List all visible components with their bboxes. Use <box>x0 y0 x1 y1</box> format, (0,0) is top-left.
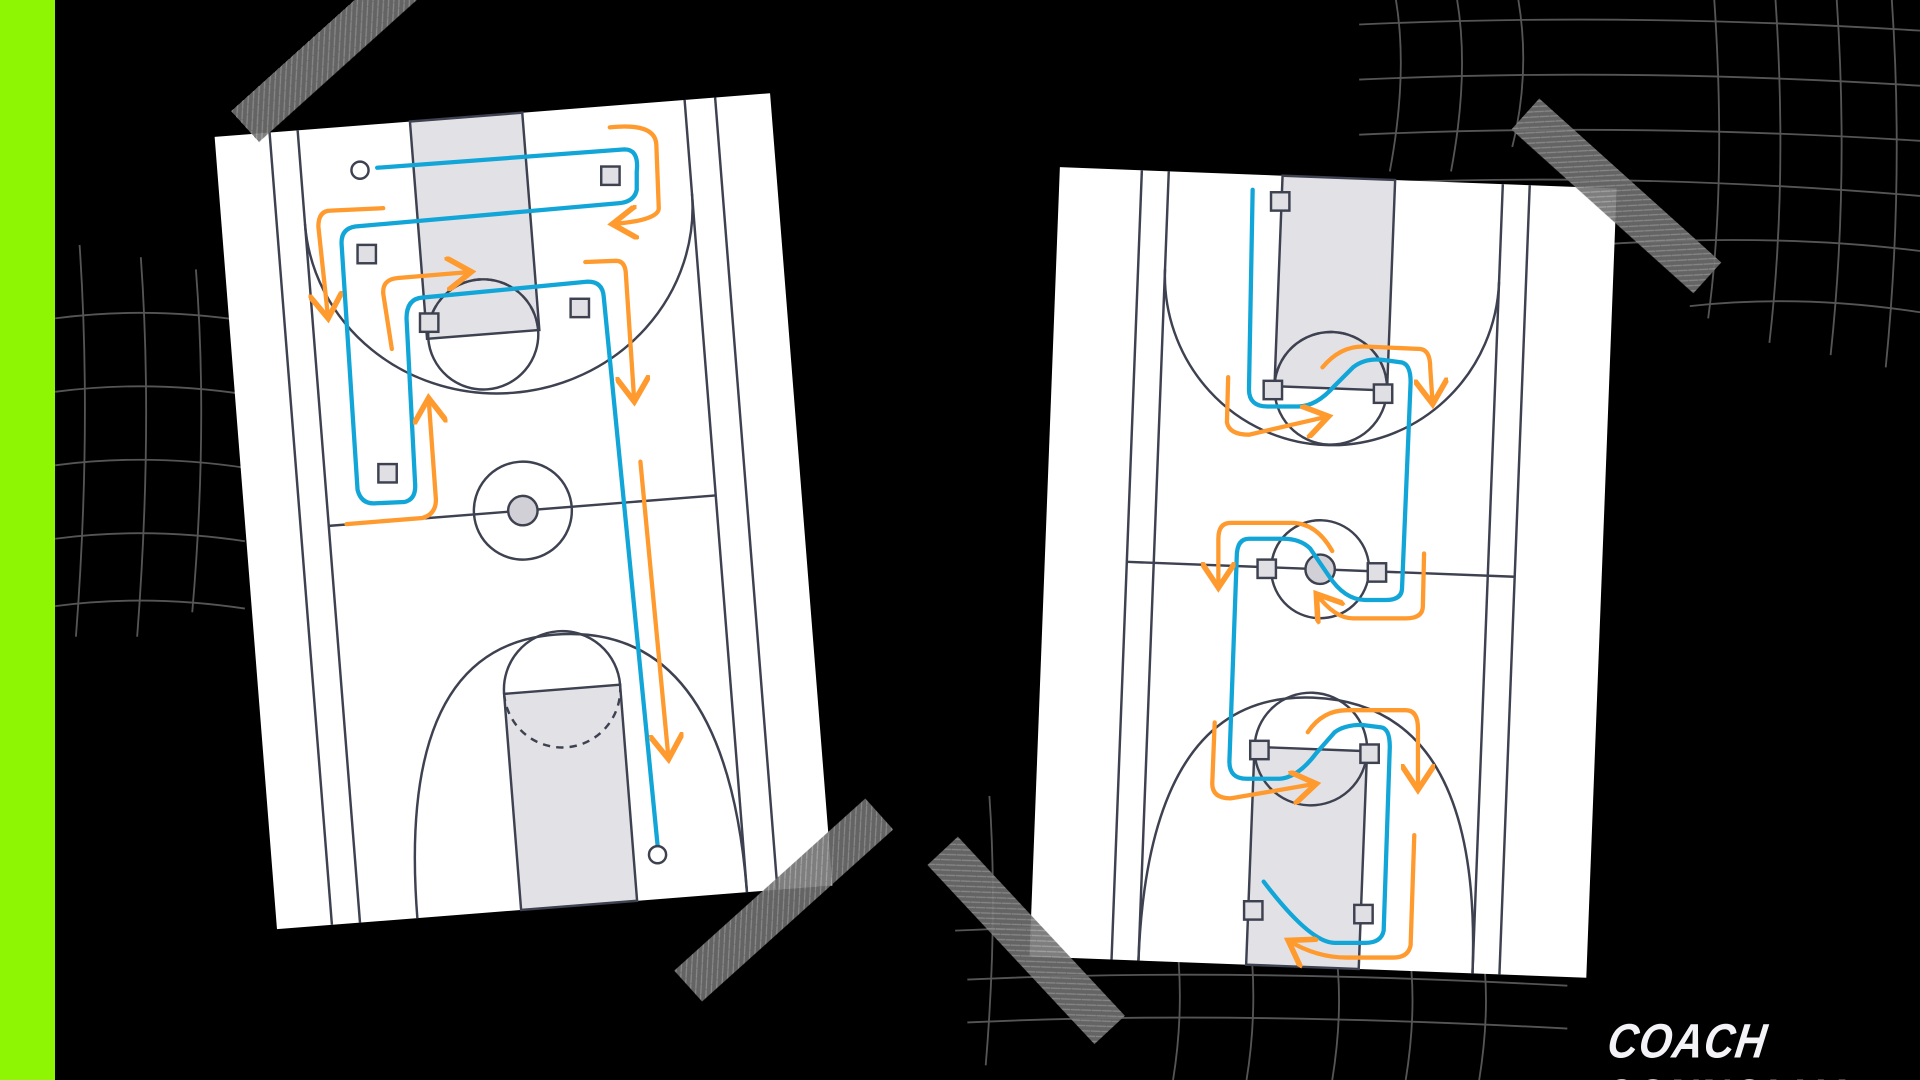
tape-top-left <box>231 0 451 143</box>
court-lines <box>1110 170 1531 975</box>
tape-bottom-center <box>674 798 894 1002</box>
tape-bottom-right <box>927 836 1125 1045</box>
tape-strips <box>231 0 1722 1045</box>
drill-diagram-right <box>1029 167 1617 978</box>
play-paths-right <box>1212 187 1432 958</box>
drill-diagram-left <box>214 93 833 930</box>
tape-top-right <box>1511 98 1722 294</box>
play-paths-left <box>318 124 668 865</box>
brand-name: COACH CONNOLLY <box>1597 1014 1845 1080</box>
accent-strip <box>0 0 55 1080</box>
